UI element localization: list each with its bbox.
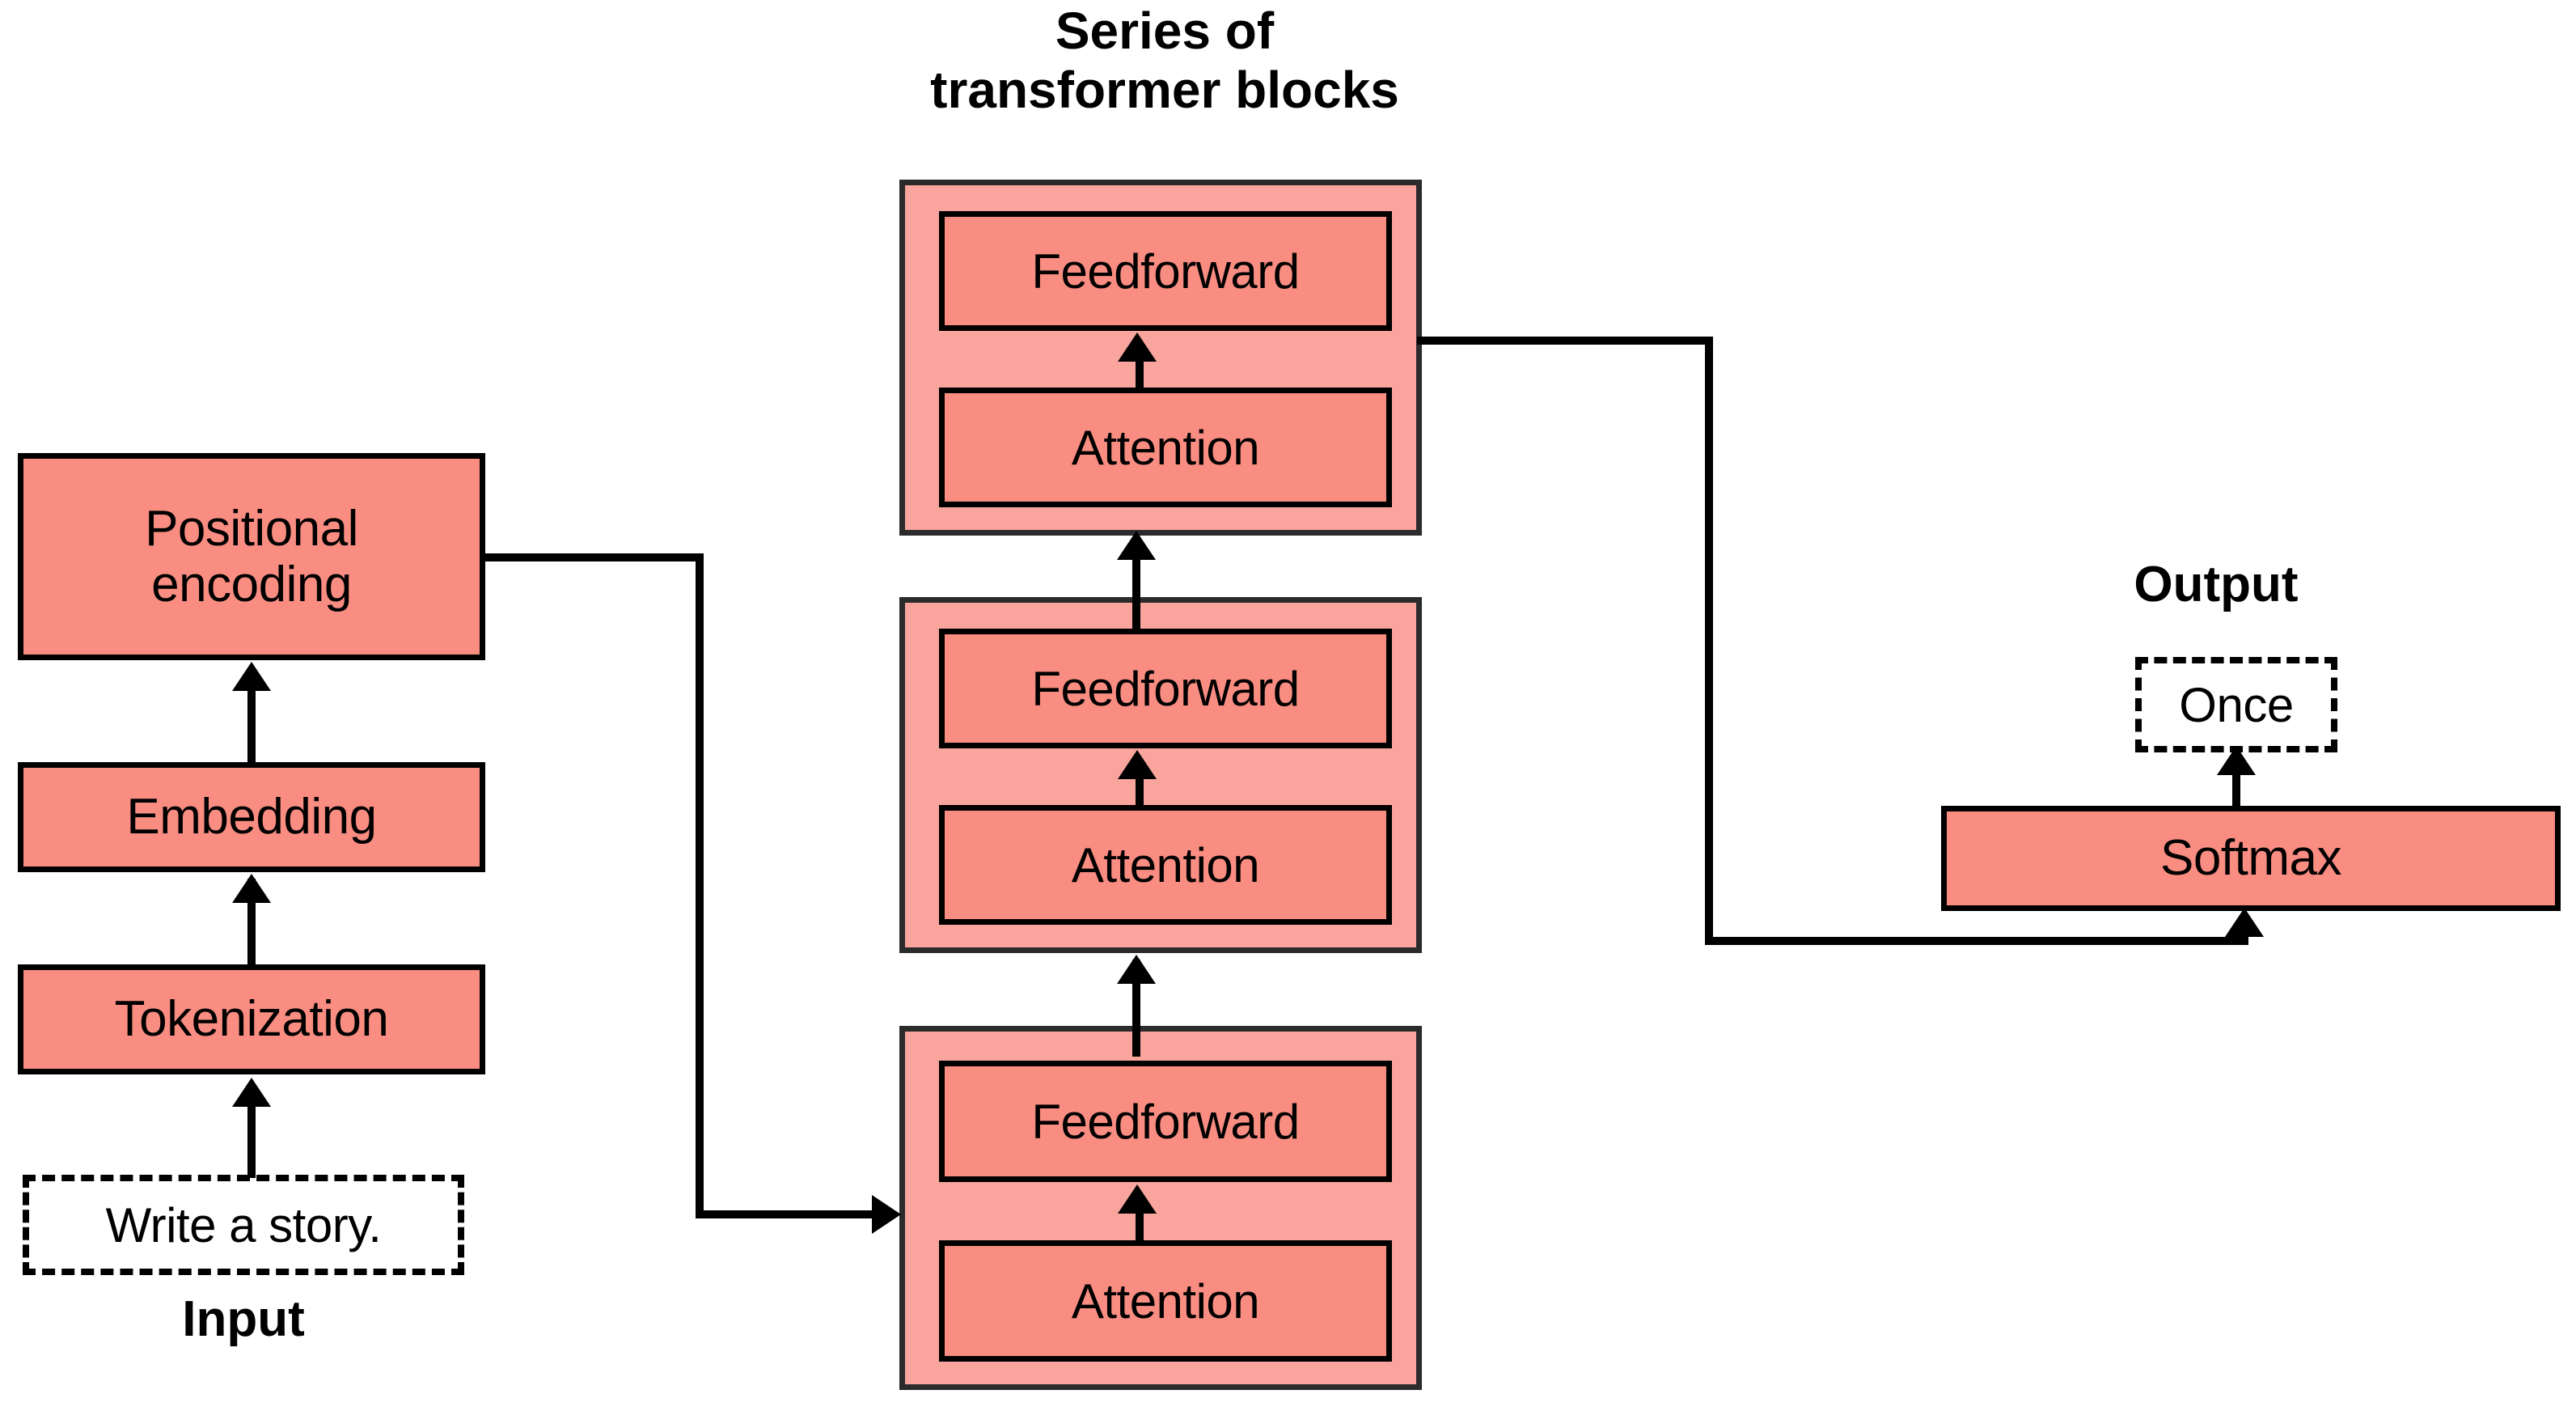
edge-softmax-to-output <box>2232 752 2240 811</box>
edge-block3-to-softmax-seg2 <box>1705 337 1713 945</box>
arrowhead-block3-to-softmax <box>2225 908 2264 937</box>
edge-block2-to-block3 <box>1132 537 1140 631</box>
arrowhead-input-to-tokenization <box>232 1078 271 1107</box>
input-token-box[interactable]: Write a story. <box>23 1175 464 1275</box>
transformer-section-title: Series of transformer blocks <box>930 2 1399 119</box>
node-embedding[interactable]: Embedding <box>18 762 485 872</box>
arrowhead-attention-to-feedforward-1 <box>1118 1184 1157 1214</box>
node-tokenization[interactable]: Tokenization <box>18 964 485 1074</box>
input-caption: Input <box>182 1291 305 1347</box>
node-positional-encoding[interactable]: Positional encoding <box>18 453 485 660</box>
edge-attention-to-feedforward-3 <box>1136 359 1144 393</box>
edge-block1-to-block2 <box>1132 960 1140 1057</box>
arrowhead-tokenization-to-embedding <box>232 874 271 903</box>
attention-sublayer-2[interactable]: Attention <box>939 805 1392 925</box>
edge-attention-to-feedforward-2 <box>1136 777 1144 811</box>
edge-embedding-to-positional <box>247 668 256 767</box>
arrowhead-positional-to-block1 <box>872 1195 901 1234</box>
edge-positional-to-block1-seg2 <box>696 553 704 1214</box>
edge-input-to-tokenization <box>247 1084 256 1178</box>
feedforward-sublayer-2[interactable]: Feedforward <box>939 629 1392 748</box>
arrowhead-attention-to-feedforward-3 <box>1118 333 1157 362</box>
edge-block3-to-softmax-seg3 <box>1705 937 2248 945</box>
transformer-block-1[interactable]: Feedforward Attention <box>899 1026 1422 1390</box>
transformer-block-2[interactable]: Feedforward Attention <box>899 597 1422 953</box>
node-softmax[interactable]: Softmax <box>1941 806 2561 911</box>
edge-positional-to-block1-seg1 <box>484 553 704 561</box>
feedforward-sublayer-3[interactable]: Feedforward <box>939 211 1392 331</box>
output-caption: Output <box>2134 557 2299 612</box>
arrowhead-attention-to-feedforward-2 <box>1118 750 1157 779</box>
arrowhead-softmax-to-output <box>2217 746 2256 775</box>
arrowhead-block1-to-block2 <box>1117 955 1156 984</box>
edge-block3-to-softmax-seg1 <box>1417 337 1713 345</box>
attention-sublayer-3[interactable]: Attention <box>939 388 1392 507</box>
output-token-box[interactable]: Once <box>2135 657 2337 752</box>
arrowhead-embedding-to-positional <box>232 662 271 691</box>
arrowhead-block2-to-block3 <box>1117 531 1156 560</box>
edge-positional-to-block1-seg3 <box>696 1210 877 1218</box>
edge-attention-to-feedforward-1 <box>1136 1211 1144 1245</box>
feedforward-sublayer-1[interactable]: Feedforward <box>939 1061 1392 1182</box>
attention-sublayer-1[interactable]: Attention <box>939 1240 1392 1362</box>
transformer-block-3[interactable]: Feedforward Attention <box>899 180 1422 536</box>
edge-tokenization-to-embedding <box>247 879 256 969</box>
